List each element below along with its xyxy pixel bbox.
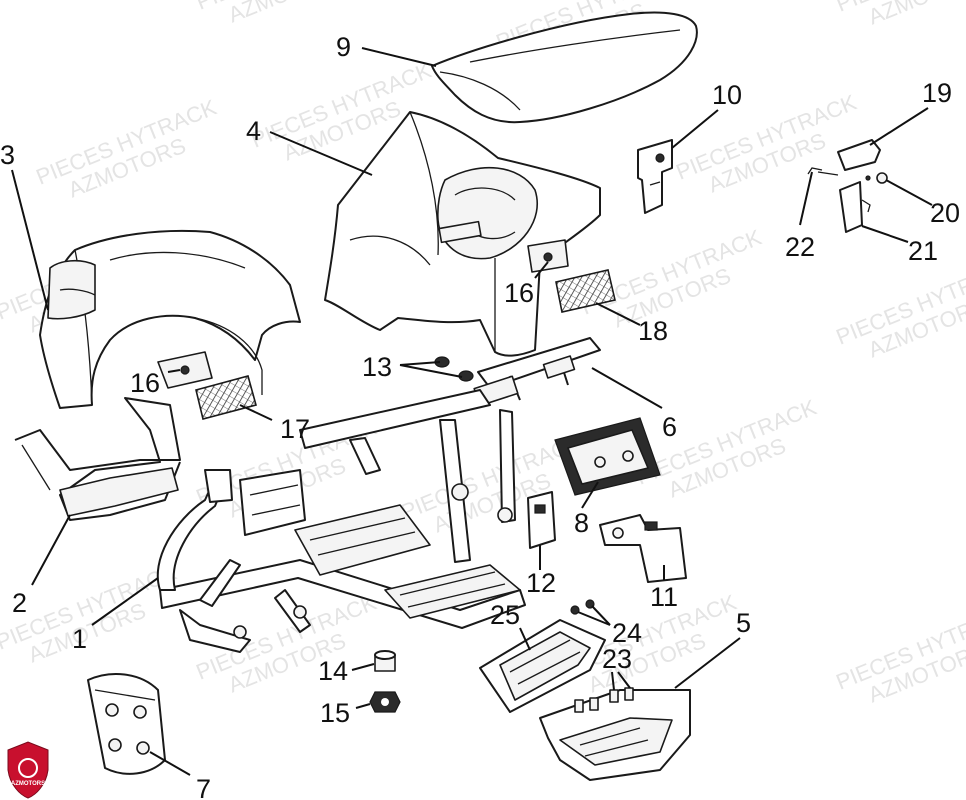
part-nut-15 <box>369 691 401 713</box>
callout-2: 2 <box>12 588 27 618</box>
callout-19: 19 <box>922 78 952 108</box>
part-mount-plate-rear <box>527 239 569 273</box>
leader-line-4 <box>269 131 373 176</box>
leader-line-16-front <box>167 369 181 373</box>
part-front-fender <box>39 229 301 409</box>
leader-line-23b <box>617 671 631 689</box>
callout-labels: 1 2 3 4 5 6 7 8 9 10 11 12 13 14 15 16 1… <box>0 32 960 800</box>
leader-line-10 <box>671 109 719 149</box>
part-tool-tray <box>479 599 606 713</box>
callout-4: 4 <box>246 116 261 146</box>
callout-5: 5 <box>736 608 751 638</box>
callout-3: 3 <box>0 140 15 170</box>
watermark: PIECES HYTRACK AZMOTORS <box>193 0 381 28</box>
part-skid-plate <box>87 673 166 775</box>
leader-line-5 <box>674 637 741 689</box>
leader-line-3 <box>11 169 49 311</box>
leader-line-24b <box>591 605 611 626</box>
callout-15: 15 <box>320 698 350 728</box>
callout-13: 13 <box>362 352 392 382</box>
callout-16-front: 16 <box>130 368 160 398</box>
azmotors-logo: AZMOTORS <box>7 741 49 799</box>
part-reflector-rear <box>555 269 616 313</box>
leader-lines <box>11 47 933 776</box>
callout-6: 6 <box>662 412 677 442</box>
leader-line-9 <box>361 47 437 67</box>
leader-line-17 <box>239 404 273 421</box>
part-frame <box>156 337 601 653</box>
svg-text:AZMOTORS: AZMOTORS <box>225 0 350 28</box>
leader-line-7 <box>149 751 191 776</box>
callout-12: 12 <box>526 568 556 598</box>
leader-line-20 <box>885 179 933 206</box>
callout-9: 9 <box>336 32 351 62</box>
watermark: PIECES HYTRACK AZMOTORS <box>833 599 966 707</box>
callout-11: 11 <box>650 582 678 612</box>
callout-1: 1 <box>72 624 87 654</box>
logo-shield-icon <box>7 741 49 799</box>
part-rear-fender <box>324 111 601 357</box>
part-latch-assembly <box>807 139 888 233</box>
part-seat <box>431 11 698 124</box>
part-footrest-right <box>539 687 691 781</box>
svg-text:AZMOTORS: AZMOTORS <box>865 0 966 30</box>
callout-25: 25 <box>490 600 520 630</box>
leader-line-13b <box>399 364 463 378</box>
leader-line-8 <box>581 481 599 509</box>
leader-line-19 <box>869 107 929 146</box>
callout-22: 22 <box>785 232 815 262</box>
leader-line-1 <box>91 577 159 626</box>
watermark: PIECES HYTRACK AZMOTORS <box>833 254 966 362</box>
callout-14: 14 <box>318 656 348 686</box>
leader-line-15 <box>355 703 371 709</box>
part-reflector-front <box>195 375 257 420</box>
callout-16-rear: 16 <box>504 278 534 308</box>
part-side-panel <box>554 417 661 496</box>
callout-24: 24 <box>612 618 642 648</box>
part-bracket-plate <box>599 514 687 583</box>
part-footrest-left <box>14 397 181 521</box>
part-nuts-13 <box>434 356 474 382</box>
leader-line-2 <box>31 514 71 586</box>
leader-line-18 <box>595 302 641 326</box>
part-small-bracket <box>527 491 556 549</box>
leader-line-25 <box>519 627 531 651</box>
callout-8: 8 <box>574 508 589 538</box>
callout-21: 21 <box>908 236 938 266</box>
leader-line-22 <box>799 171 813 226</box>
leader-line-16-rear <box>534 261 549 279</box>
callout-17: 17 <box>280 414 310 444</box>
callout-7: 7 <box>196 774 211 800</box>
callout-23: 23 <box>602 644 632 674</box>
callout-18: 18 <box>638 316 668 346</box>
part-bracket-10 <box>637 139 673 214</box>
leader-line-24a <box>577 611 611 626</box>
watermark: PIECES HYTRACK AZMOTORS <box>833 0 966 30</box>
leader-line-14 <box>351 663 375 671</box>
watermark: PIECES HYTRACK AZMOTORS <box>33 94 221 202</box>
leader-line-21 <box>861 225 909 243</box>
part-mount-plate-front <box>157 351 213 389</box>
logo-text: AZMOTORS <box>11 781 45 787</box>
callout-20: 20 <box>930 198 960 228</box>
part-spacer-14 <box>374 650 396 672</box>
leader-line-6 <box>591 367 663 409</box>
leader-line-13a <box>399 361 441 366</box>
leader-line-23a <box>611 671 615 691</box>
callout-10: 10 <box>712 80 742 110</box>
